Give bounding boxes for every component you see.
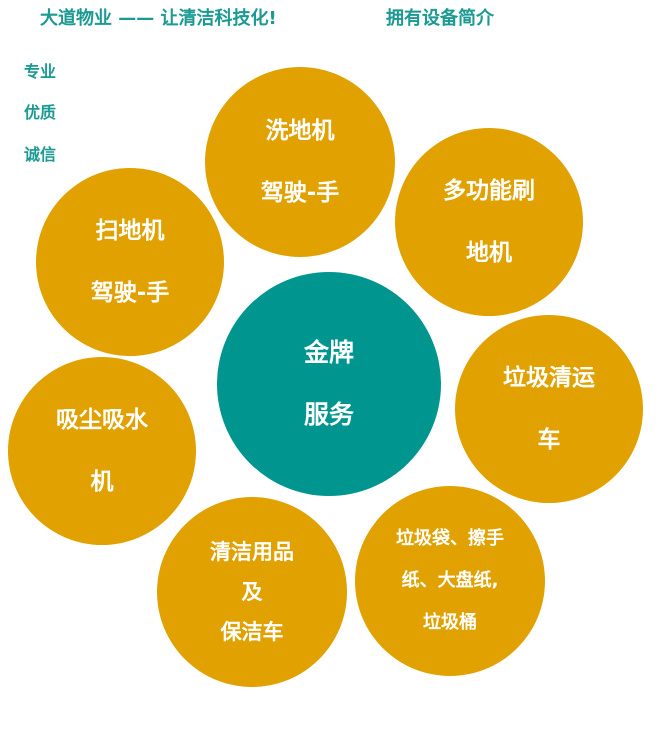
- bubble-line: 机: [90, 469, 114, 495]
- bubble-line: 垃圾清运: [503, 365, 595, 391]
- company-slogan: 大道物业 —— 让清洁科技化!: [40, 8, 277, 29]
- slogan-integrity: 诚信: [24, 145, 57, 164]
- bubble-line: 清洁用品: [210, 540, 294, 564]
- bubble-cleaning-supplies-cart: 清洁用品 及 保洁车: [157, 497, 347, 687]
- bubble-line: 纸、大盘纸,: [401, 570, 499, 591]
- bubble-wet-dry-vacuum: 吸尘吸水 机: [8, 357, 196, 545]
- bubble-line: 扫地机: [95, 218, 165, 244]
- bubble-multifunction-scrubber: 多功能刷 地机: [395, 128, 583, 316]
- bubble-line: 垃圾桶: [423, 612, 477, 633]
- bubble-line: 吸尘吸水: [56, 407, 148, 433]
- bubble-line: 洗地机: [265, 118, 335, 144]
- bubble-garbage-truck: 垃圾清运 车: [455, 315, 643, 503]
- bubble-line: 驾驶-手: [90, 280, 170, 306]
- bubble-line: 保洁车: [220, 620, 284, 644]
- slogan-professional: 专业: [24, 62, 57, 81]
- bubble-line: 多功能刷: [443, 178, 535, 204]
- bubble-floor-scrubber-ride-on: 洗地机 驾驶-手: [205, 67, 395, 257]
- center-bubble: 金牌 服务: [217, 272, 441, 496]
- bubble-line: 驾驶-手: [260, 180, 340, 206]
- section-title: 拥有设备简介: [386, 8, 494, 29]
- bubble-line: 垃圾袋、擦手: [396, 528, 504, 549]
- bubble-line: 车: [537, 427, 561, 453]
- center-line-2: 服务: [303, 400, 354, 429]
- bubble-sweeper-ride-on: 扫地机 驾驶-手: [36, 168, 224, 356]
- bubble-line: 及: [241, 580, 263, 604]
- bubble-paper-and-bins: 垃圾袋、擦手 纸、大盘纸, 垃圾桶: [355, 486, 545, 676]
- bubble-line: 地机: [466, 240, 512, 266]
- center-line-1: 金牌: [303, 338, 354, 367]
- slogan-quality: 优质: [24, 103, 57, 122]
